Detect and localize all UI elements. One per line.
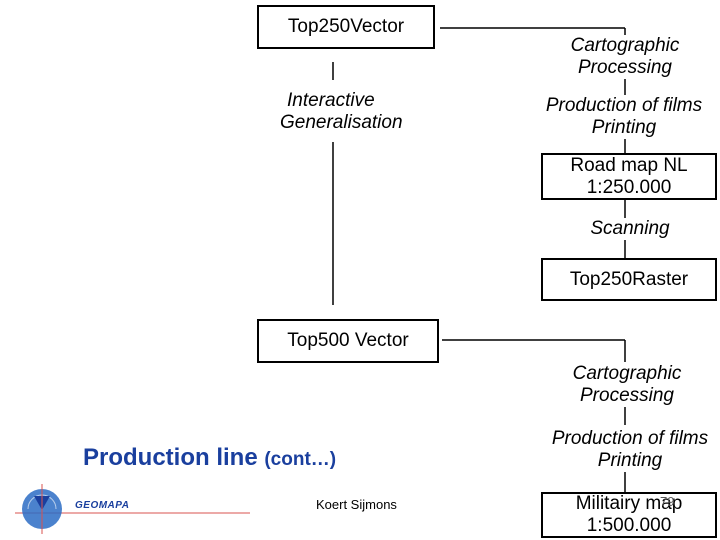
scanning-label: Scanning [580,218,680,240]
author-name: Koert Sijmons [316,497,397,512]
production-films-label-1: Production of films Printing [538,95,710,139]
top500vector-label: Top500 Vector [287,330,409,351]
military-map-label-line1: Militairy map [575,493,683,514]
military-map-label-line2: 1:500.000 [586,515,672,536]
scanning-text: Scanning [590,218,670,239]
road-map-label-line2: 1:250.000 [586,176,672,198]
cartographic-label-2-line1: Cartographic [572,363,682,384]
cartographic-label-2-line2: Processing [580,385,674,406]
interactive-label-line1: Interactive [287,90,375,111]
production-label-2-line2: Printing [597,450,663,471]
slide-title-text: Production line [83,444,258,471]
military-map-box: Militairy map 1:500.000 [541,492,717,538]
road-map-label-line1: Road map NL [570,154,688,176]
production-films-label-2: Production of films Printing [544,428,716,472]
production-label-1-line1: Production of films [545,95,703,116]
slide-title: Production line (cont…) [83,444,336,472]
interactive-label-line2: Generalisation [280,112,403,133]
geomapa-logo-icon [22,484,62,534]
top250raster-label: Top250Raster [569,268,689,290]
logo-text: GEOMAPA [75,500,130,511]
cartographic-processing-label-2: Cartographic Processing [557,363,697,407]
production-label-1-line2: Printing [591,117,657,138]
slide-title-suffix: (cont…) [264,449,337,470]
cartographic-label-1-line2: Processing [578,57,672,78]
top250vector-box: Top250Vector [257,5,435,49]
cartographic-label-1-line1: Cartographic [570,35,680,56]
road-map-box: Road map NL 1:250.000 [541,153,717,200]
top250vector-label: Top250Vector [287,16,405,37]
interactive-generalisation-label: Interactive Generalisation [280,90,415,134]
production-label-2-line1: Production of films [551,428,709,449]
top250raster-box: Top250Raster [541,258,717,301]
top500vector-box: Top500 Vector [257,319,439,363]
cartographic-processing-label-1: Cartographic Processing [555,35,695,79]
page-number: 79 [660,494,675,509]
